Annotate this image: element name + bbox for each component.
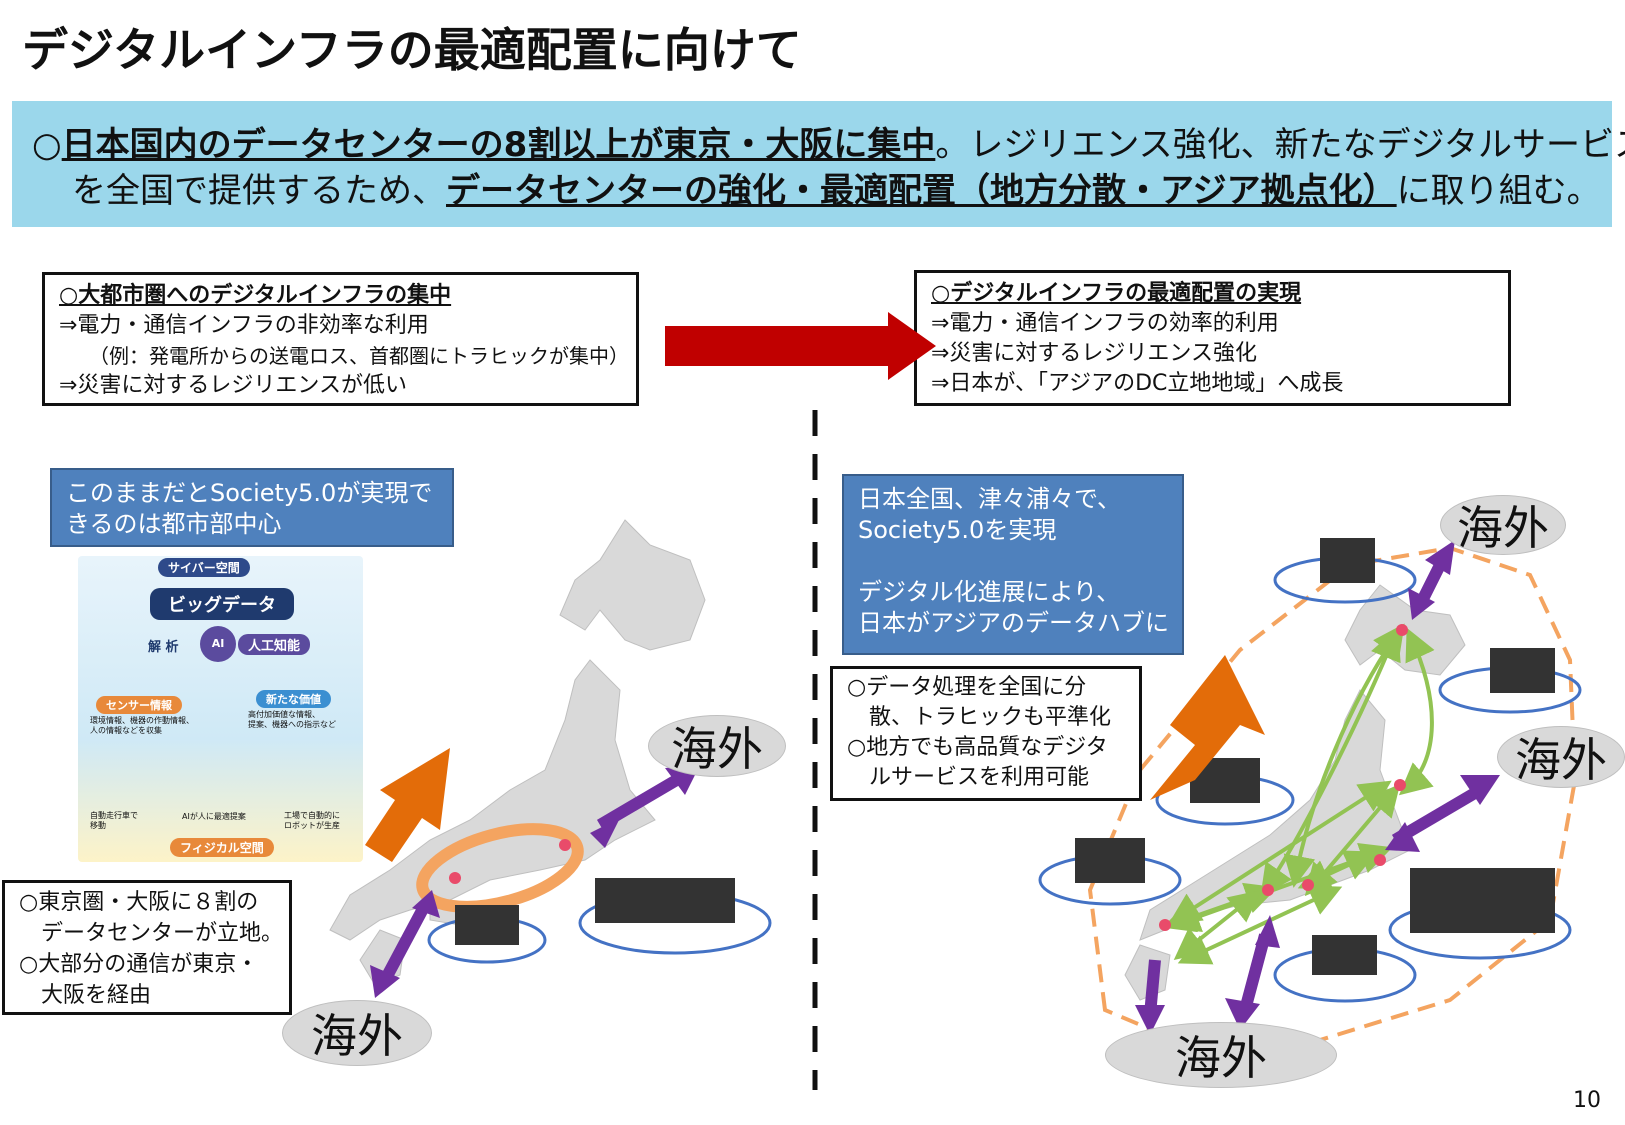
target-state-heading: ○デジタルインフラの最適配置の実現: [931, 281, 1302, 306]
right-note-box: ○データ処理を全国に分 散、トラヒックも平準化 ○地方でも高品質なデジタ ルサー…: [830, 666, 1142, 801]
target-state-box: ○デジタルインフラの最適配置の実現 ⇒電力・通信インフラの効率的利用 ⇒災害に対…: [914, 270, 1511, 406]
banner-line-2: を全国で提供するため、データセンターの強化・最適配置（地方分散・アジア拠点化）に…: [72, 163, 1601, 212]
overseas-label: 海外: [311, 1009, 403, 1063]
right-info-box: 日本全国、津々浦々で、 Society5.0を実現 デジタル化進展により、 日本…: [842, 474, 1184, 655]
overseas-bubble: 海外: [1105, 1022, 1337, 1088]
auto-caption-line: 自動走行車で: [90, 811, 138, 820]
banner-bold-1: 日本国内のデータセンターの8割以上が東京・大阪に集中: [61, 125, 936, 165]
right-info-line: デジタル化進展により、: [858, 578, 1121, 606]
banner-text-2b: に取り組む。: [1396, 171, 1601, 211]
overseas-bubble: 海外: [282, 1000, 432, 1066]
analysis-label: 解 析: [148, 640, 179, 655]
overseas-bubble: 海外: [1497, 726, 1625, 788]
current-state-line: ⇒電力・通信インフラの非効率な利用: [59, 313, 429, 338]
banner-text-1: 。レジリエンス強化、新たなデジタルサービス: [935, 125, 1625, 165]
dispersal-outline: [1087, 545, 1578, 1053]
left-note-line: データセンターが立地。: [41, 921, 284, 946]
concentration-ellipse: [416, 823, 584, 913]
target-state-line: ⇒日本が、「アジアのDC立地地域」へ成長: [931, 371, 1344, 396]
right-note-line: ○データ処理を全国に分: [847, 675, 1087, 700]
growth-arrow-left: [365, 748, 450, 862]
page-number: 10: [1573, 1088, 1601, 1113]
right-note-line: 散、トラヒックも平準化: [869, 705, 1112, 730]
banner-bold-2: データセンターの強化・最適配置（地方分散・アジア拠点化）: [446, 171, 1397, 211]
left-info-line: きるのは都市部中心: [66, 510, 282, 538]
right-info-line: 日本がアジアのデータハブに: [858, 609, 1170, 637]
datacenter-left: [455, 878, 735, 945]
left-note-line: 大阪を経由: [41, 983, 152, 1008]
overseas-bubble: 海外: [1440, 495, 1566, 555]
overseas-bubble: 海外: [648, 715, 786, 777]
left-info-line: このままだとSociety5.0が実現で: [66, 479, 433, 507]
right-note-line: ルサービスを利用可能: [869, 765, 1090, 790]
left-note-box: ○東京圏・大阪に８割の データセンターが立地。 ○大部分の通信が東京・ 大阪を経…: [2, 880, 292, 1015]
auto-driving-caption: 自動走行車で 移動: [90, 811, 138, 831]
overseas-label: 海外: [1515, 733, 1607, 787]
sensor-desc: 環境情報、機器の作動情報、 人の情報などを収集: [90, 716, 194, 736]
factory-caption-line: 工場で自動的に: [284, 811, 340, 820]
current-state-box: ○大都市圏へのデジタルインフラの集中 ⇒電力・通信インフラの非効率な利用 （例：…: [42, 272, 639, 406]
new-value-desc-line: 提案、機器への指示など: [248, 720, 336, 729]
physical-space-label: フィジカル空間: [170, 838, 274, 857]
ai-proposal-caption: AIが人に最適提案: [182, 812, 246, 821]
new-value-desc: 高付加価値な情報、 提案、機器への指示など: [248, 710, 336, 730]
left-note-line: ○東京圏・大阪に８割の: [19, 890, 259, 915]
distributed-links: [1162, 623, 1435, 965]
current-state-heading: ○大都市圏へのデジタルインフラの集中: [59, 283, 452, 308]
overseas-link-right: [1135, 540, 1500, 1035]
overseas-label: 海外: [1457, 501, 1549, 555]
banner-line-1: ○日本国内のデータセンターの8割以上が東京・大阪に集中。レジリエンス強化、新たな…: [32, 117, 1625, 166]
current-state-line: ⇒災害に対するレジリエンスが低い: [59, 373, 407, 398]
auto-caption-line: 移動: [90, 821, 106, 830]
sensor-desc-line: 環境情報、機器の作動情報、: [90, 716, 194, 725]
left-info-box: このままだとSociety5.0が実現で きるのは都市部中心: [50, 468, 454, 547]
new-value-label: 新たな価値: [256, 690, 331, 708]
right-note-line: ○地方でも高品質なデジタ: [847, 735, 1108, 760]
page-title: デジタルインフラの最適配置に向けて: [22, 23, 802, 77]
right-info-line: 日本全国、津々浦々で、: [858, 485, 1122, 513]
cyber-space-label: サイバー空間: [158, 558, 250, 577]
right-info-line: Society5.0を実現: [858, 516, 1057, 544]
ai-label: 人工知能: [238, 634, 311, 655]
transition-arrow: [665, 312, 936, 380]
ai-icon: AI: [200, 626, 236, 662]
right-info-spacer: [858, 546, 1168, 577]
overseas-label: 海外: [1175, 1031, 1267, 1085]
banner-bullet: ○: [32, 125, 62, 165]
target-state-line: ⇒災害に対するレジリエンス強化: [931, 341, 1257, 366]
target-state-line: ⇒電力・通信インフラの効率的利用: [931, 311, 1279, 336]
society5-illustration: サイバー空間 ビッグデータ 解 析 AI 人工知能 センサー情報 環境情報、機器…: [78, 556, 363, 862]
factory-caption: 工場で自動的に ロボットが生産: [284, 811, 340, 831]
overseas-label: 海外: [671, 722, 763, 776]
factory-caption-line: ロボットが生産: [284, 821, 340, 830]
banner-text-2a: を全国で提供するため、: [72, 171, 446, 211]
growth-arrow-right: [1150, 655, 1265, 800]
bigdata-label: ビッグデータ: [150, 588, 294, 620]
summary-banner: ○日本国内のデータセンターの8割以上が東京・大阪に集中。レジリエンス強化、新たな…: [12, 101, 1625, 227]
sensor-desc-line: 人の情報などを収集: [90, 726, 162, 735]
left-note-line: ○大部分の通信が東京・: [19, 952, 259, 977]
sensor-info-label: センサー情報: [96, 696, 182, 714]
new-value-desc-line: 高付加価値な情報、: [248, 710, 320, 719]
current-state-line: （例：発電所からの送電ロス、首都圏にトラヒックが集中）: [89, 344, 629, 368]
